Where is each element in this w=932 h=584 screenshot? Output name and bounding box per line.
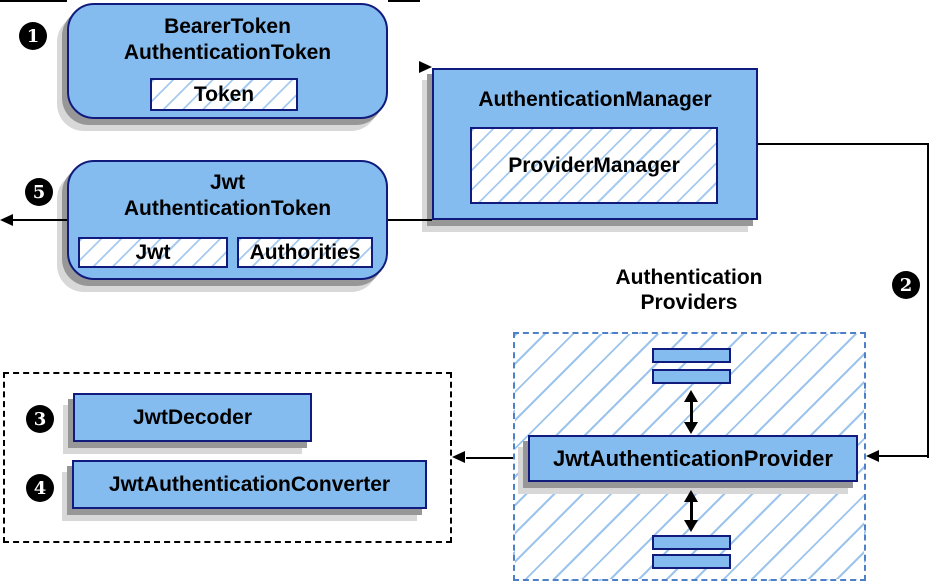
jwt-decoder-label: JwtDecoder (132, 405, 253, 429)
token-field-label: Token (193, 82, 255, 106)
authentication-manager-node: AuthenticationManager ProviderManager (432, 68, 758, 220)
authorities-field: Authorities (237, 237, 373, 268)
outgoing-result-line (13, 219, 67, 221)
authentication-providers-heading-line2: Providers (640, 291, 738, 314)
jwt-field: Jwt (78, 237, 228, 268)
bearer-token-title-line1: BearerToken (164, 15, 291, 38)
step-1-badge: 1 (19, 22, 47, 50)
authorities-field-label: Authorities (249, 240, 361, 264)
bearer-token-authentication-token-node: BearerToken AuthenticationToken Token (67, 3, 388, 119)
provider-slot-bar (652, 535, 731, 550)
manager-to-provider-line-right (927, 143, 929, 458)
jwt-authentication-converter-node: JwtAuthenticationConverter (72, 460, 427, 509)
jwt-decoder-node: JwtDecoder (73, 393, 312, 442)
authentication-providers-container: JwtAuthenticationProvider (513, 332, 866, 581)
token-field: Token (150, 78, 298, 111)
jwt-authentication-converter-label: JwtAuthenticationConverter (108, 472, 391, 496)
bearer-token-title: BearerToken AuthenticationToken (69, 14, 386, 66)
provider-manager-label: ProviderManager (508, 153, 680, 177)
jwt-authentication-provider-node: JwtAuthenticationProvider (528, 435, 858, 482)
bearer-token-title-line2: AuthenticationToken (123, 41, 332, 64)
provider-to-decoder-arrowhead-icon (452, 451, 465, 463)
authentication-providers-heading-line1: Authentication (615, 266, 763, 289)
step-4-badge: 4 (26, 474, 54, 502)
provider-double-arrow-top-down-icon (684, 422, 698, 434)
bearer-to-manager-arrowhead-icon (419, 61, 432, 73)
provider-slot-bar (652, 554, 731, 569)
provider-slot-bar (652, 369, 731, 384)
step-3-number: 3 (33, 408, 47, 430)
provider-double-arrow-bottom-up-icon (684, 490, 698, 502)
jwt-token-title-line1: Jwt (209, 171, 245, 194)
provider-manager-field: ProviderManager (470, 127, 718, 204)
jwt-field-label: Jwt (135, 240, 171, 264)
jwt-token-title-line2: AuthenticationToken (123, 197, 332, 220)
jwt-authentication-provider-label: JwtAuthenticationProvider (553, 445, 833, 471)
provider-slot-bar (652, 348, 731, 363)
provider-double-arrow-bottom-down-icon (684, 520, 698, 532)
incoming-request-line (0, 0, 67, 2)
provider-to-decoder-line (466, 457, 513, 459)
outgoing-result-arrowhead-icon (0, 214, 13, 226)
jwt-authentication-token-node: Jwt AuthenticationToken Jwt Authorities (67, 160, 388, 280)
step-5-number: 5 (32, 181, 46, 203)
step-5-badge: 5 (25, 178, 53, 206)
provider-double-arrow-top-line (690, 400, 693, 426)
decoder-converter-group (3, 372, 452, 543)
manager-to-jwt-token-line (388, 219, 432, 221)
manager-to-provider-line-top (758, 143, 929, 145)
step-3-badge: 3 (26, 405, 54, 433)
step-4-number: 4 (33, 477, 47, 499)
provider-double-arrow-bottom-line (690, 500, 693, 522)
step-2-number: 2 (899, 274, 913, 296)
step-2-badge: 2 (892, 271, 920, 299)
step-1-number: 1 (26, 25, 40, 47)
jwt-token-title: Jwt AuthenticationToken (69, 170, 386, 222)
manager-to-provider-line-bottom (879, 455, 929, 457)
authentication-providers-heading: Authentication Providers (589, 265, 789, 315)
authentication-manager-title: AuthenticationManager (478, 88, 712, 111)
provider-double-arrow-top-up-icon (684, 390, 698, 402)
manager-to-provider-arrowhead-icon (866, 450, 879, 462)
bearer-to-manager-line (388, 0, 420, 2)
